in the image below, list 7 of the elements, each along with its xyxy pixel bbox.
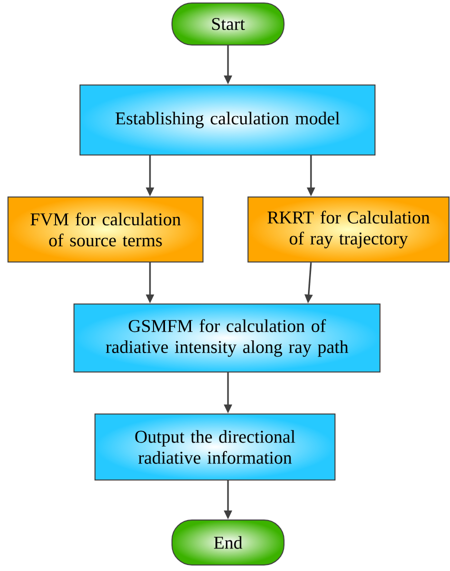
process-box: Output the directional radiative information: [94, 414, 336, 480]
process-box: GSMFM for calculation of radiative intensity along ray path: [74, 304, 380, 372]
term-box: Start: [172, 2, 284, 46]
process-box: Establishing calculation model: [80, 84, 376, 156]
process-box: FVM for calculation of source terms: [8, 196, 204, 262]
process-box: RKRT for Calculation of ray trajectory: [248, 196, 450, 262]
term-box: End: [172, 520, 284, 566]
